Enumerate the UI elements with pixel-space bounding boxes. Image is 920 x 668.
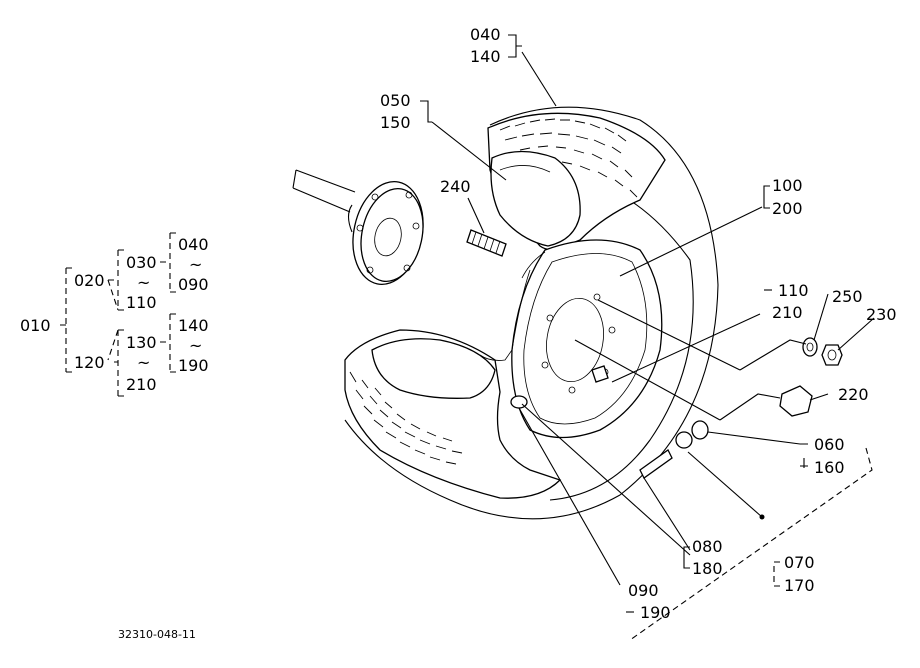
callout-cap-a: 060 — [814, 435, 845, 454]
bracket-tube — [420, 100, 432, 123]
drawing-number: 32310-048-11 — [118, 628, 196, 641]
tree-lower-a-tilde: ~ — [137, 353, 150, 372]
tire — [344, 106, 719, 520]
axle-shaft — [292, 169, 356, 213]
bracket-tire — [508, 34, 522, 58]
callout-stud: 240 — [440, 177, 471, 196]
hub-flange — [347, 180, 424, 286]
tree-labels: 010 020 120 030 ~ 110 040 ~ 090 130 ~ 21… — [20, 235, 209, 394]
callout-valve-base-b: 190 — [640, 603, 671, 622]
callout-tire-a: 040 — [470, 25, 501, 44]
callout-bolt-b: 210 — [772, 303, 803, 322]
tree-lower-b-from: 140 — [178, 316, 209, 335]
wheel-assembly-drawing — [292, 51, 875, 641]
tree-upper-b-tilde: ~ — [189, 255, 202, 274]
wheel-rim — [479, 239, 663, 439]
bracket-rim — [763, 185, 770, 209]
callout-tube-a: 050 — [380, 91, 411, 110]
bracket-valve — [683, 546, 690, 569]
tree-lower-a-from: 130 — [126, 333, 157, 352]
tree-branch-upper-label: 020 — [74, 271, 105, 290]
tree-upper-b-to: 090 — [178, 275, 209, 294]
tree-upper-a-from: 030 — [126, 253, 157, 272]
tree-lower-b-to: 190 — [178, 356, 209, 375]
callout-rim-a: 100 — [772, 176, 803, 195]
tree-branch-lower-label: 120 — [74, 353, 105, 372]
nut-and-washer — [779, 337, 843, 417]
callout-tire-b: 140 — [470, 47, 501, 66]
tree-upper-a-tilde: ~ — [137, 273, 150, 292]
callout-washer: 250 — [832, 287, 863, 306]
callout-valve-assy-b: 170 — [784, 576, 815, 595]
tree-lower-b-tilde: ~ — [189, 336, 202, 355]
callout-valve-a: 080 — [692, 537, 723, 556]
tree-upper-b-from: 040 — [178, 235, 209, 254]
wheel-stud — [466, 229, 507, 257]
callout-rim-b: 200 — [772, 199, 803, 218]
tree-upper-a-to: 110 — [126, 293, 157, 312]
callout-nut-a: 230 — [866, 305, 897, 324]
leader-lines — [431, 51, 875, 641]
callout-valve-assy-a: 070 — [784, 553, 815, 572]
callout-valve-b: 180 — [692, 559, 723, 578]
tree-lower-a-to: 210 — [126, 375, 157, 394]
parts-tree — [60, 232, 176, 397]
callout-nut-b: 220 — [838, 385, 869, 404]
callout-labels: 040 140 050 150 240 100 200 110 210 250 … — [380, 25, 897, 622]
callout-bolt-a: 110 — [778, 281, 809, 300]
callout-valve-base-a: 090 — [628, 581, 659, 600]
bracket-cap — [800, 443, 808, 468]
callout-tube-b: 150 — [380, 113, 411, 132]
callout-cap-b: 160 — [814, 458, 845, 477]
bracket-valve-assy — [773, 561, 780, 587]
tree-root-label: 010 — [20, 316, 51, 335]
